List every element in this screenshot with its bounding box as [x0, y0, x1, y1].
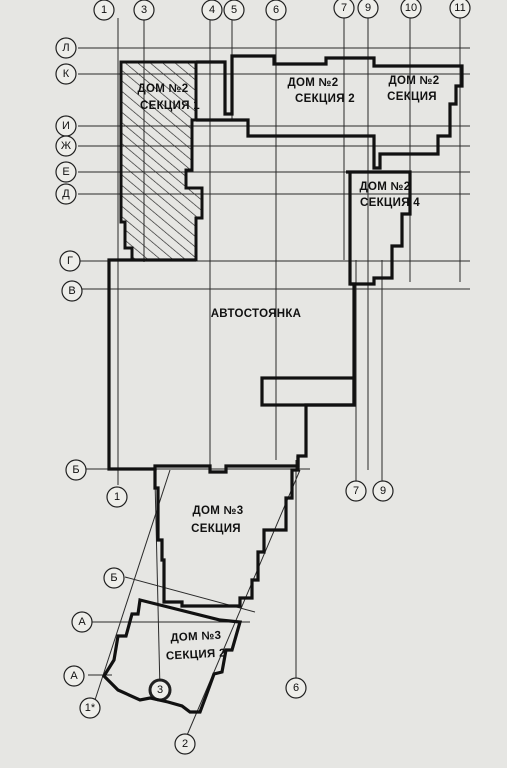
- house2-sec2-label-2: СЕКЦИЯ 2: [295, 93, 355, 105]
- house3-label-1: ДОМ №3: [193, 505, 244, 517]
- axis-top-8: 11: [449, 0, 471, 19]
- axis-top-3-label: 5: [231, 4, 237, 16]
- axis-top-1-label: 3: [141, 4, 147, 16]
- house2-sec4-label-1: ДОМ №2: [360, 181, 411, 193]
- axis-bottom-1: 7: [345, 480, 367, 502]
- axis-bottom-4-label: 6: [293, 682, 299, 694]
- axis-left-6: Г: [59, 250, 81, 272]
- axis-left-4-label: Е: [62, 166, 69, 178]
- axis-top-4: 6: [265, 0, 287, 21]
- parking-outline: [107, 258, 356, 474]
- axis-bottom-6: 2: [174, 733, 196, 755]
- axis-left-10: А: [71, 611, 93, 633]
- axis-top-1: 3: [133, 0, 155, 21]
- axis-left-2-label: И: [62, 120, 70, 132]
- axis-left-4: Е: [55, 161, 77, 183]
- axis-top-6: 9: [357, 0, 379, 19]
- axis-left-0: Л: [55, 37, 77, 59]
- house3-sec2-label-1: ДОМ №3: [170, 630, 221, 645]
- axis-left-1: К: [55, 63, 77, 85]
- house3-label-2: СЕКЦИЯ: [191, 523, 241, 535]
- axis-top-8-label: 11: [454, 2, 465, 14]
- axis-left-1-label: К: [63, 68, 70, 80]
- axis-bottom-2-label: 9: [380, 485, 386, 497]
- axis-top-2: 4: [201, 0, 223, 21]
- axis-top-2-label: 4: [209, 4, 215, 16]
- axis-top-5-label: 7: [341, 2, 347, 14]
- axis-left-11-label: А: [70, 670, 78, 682]
- axis-left-8: Б: [65, 459, 87, 481]
- house2-sec1-label-1: ДОМ №2: [138, 83, 189, 95]
- parking-inner-block: [260, 376, 356, 407]
- axis-top-3: 5: [223, 0, 245, 21]
- axis-left-2: И: [55, 115, 77, 137]
- axis-bottom-6-label: 2: [182, 738, 188, 750]
- axis-left-10-label: А: [78, 616, 86, 628]
- axis-left-9-label: Б: [110, 572, 117, 584]
- axis-top-7: 10: [400, 0, 422, 19]
- house2-section4-outline: [346, 170, 412, 286]
- house2-sec3-label-2: СЕКЦИЯ: [387, 91, 437, 103]
- axis-top-0: 1: [93, 0, 115, 21]
- labels: ДОМ №2 СЕКЦИЯ 1 ДОМ №2 СЕКЦИЯ 2 ДОМ №2 С…: [138, 75, 440, 663]
- axis-bottom-5: 1*: [79, 697, 101, 719]
- axis-bottom-2: 9: [372, 480, 394, 502]
- axis-left-9: Б: [103, 567, 125, 589]
- house2-sec2-label-1: ДОМ №2: [288, 77, 339, 89]
- axis-bottom-5-label: 1*: [85, 702, 96, 714]
- axis-bottom-1-label: 7: [353, 485, 359, 497]
- axis-left-0-label: Л: [62, 42, 69, 54]
- axis-bottom-3: 3: [148, 678, 172, 702]
- axis-left-3-label: Ж: [61, 140, 71, 152]
- axis-left-11: А: [63, 665, 85, 687]
- axis-top-0-label: 1: [101, 4, 107, 16]
- house2-section1-hatch: [119, 60, 204, 262]
- house2-section2-3-outline: [196, 54, 464, 170]
- house3-section-outline: [153, 456, 300, 608]
- house2-sec1-label-2: СЕКЦИЯ 1: [140, 100, 200, 112]
- axis-left-7: В: [61, 280, 83, 302]
- parking-label: АВТОСТОЯНКА: [211, 308, 302, 320]
- axis-left-3: Ж: [55, 135, 77, 157]
- house3-sec2-label-2: СЕКЦИЯ 2: [166, 647, 226, 662]
- house2-sec4-label-2: СЕКЦИЯ 4: [360, 197, 420, 209]
- axis-bottom-0: 1: [106, 486, 128, 508]
- axis-left-7-label: В: [68, 285, 75, 297]
- house3-section2-outline: [101, 598, 243, 714]
- axis-left-5: Д: [55, 183, 77, 205]
- house2-sec3-label-1: ДОМ №2: [389, 75, 440, 87]
- axis-top-4-label: 6: [273, 4, 279, 16]
- axis-left-5-label: Д: [62, 188, 70, 200]
- buildings: [101, 54, 464, 714]
- axis-top-7-label: 10: [405, 2, 417, 14]
- axis-left-8-label: Б: [72, 464, 79, 476]
- axis-bottom-0-label: 1: [114, 491, 120, 503]
- axis-top-5: 7: [333, 0, 355, 19]
- axis-top-6-label: 9: [365, 2, 371, 14]
- axis-bottom-3-label: 3: [157, 684, 163, 696]
- axis-bottom-4: 6: [285, 677, 307, 699]
- grid-bubbles: 1 3 4 5 6 7 9 10 11Л К ИЖ ЕД Г В Б Б А А 1 7 9 3 6 1* 2: [55, 0, 471, 755]
- axis-left-6-label: Г: [67, 255, 73, 267]
